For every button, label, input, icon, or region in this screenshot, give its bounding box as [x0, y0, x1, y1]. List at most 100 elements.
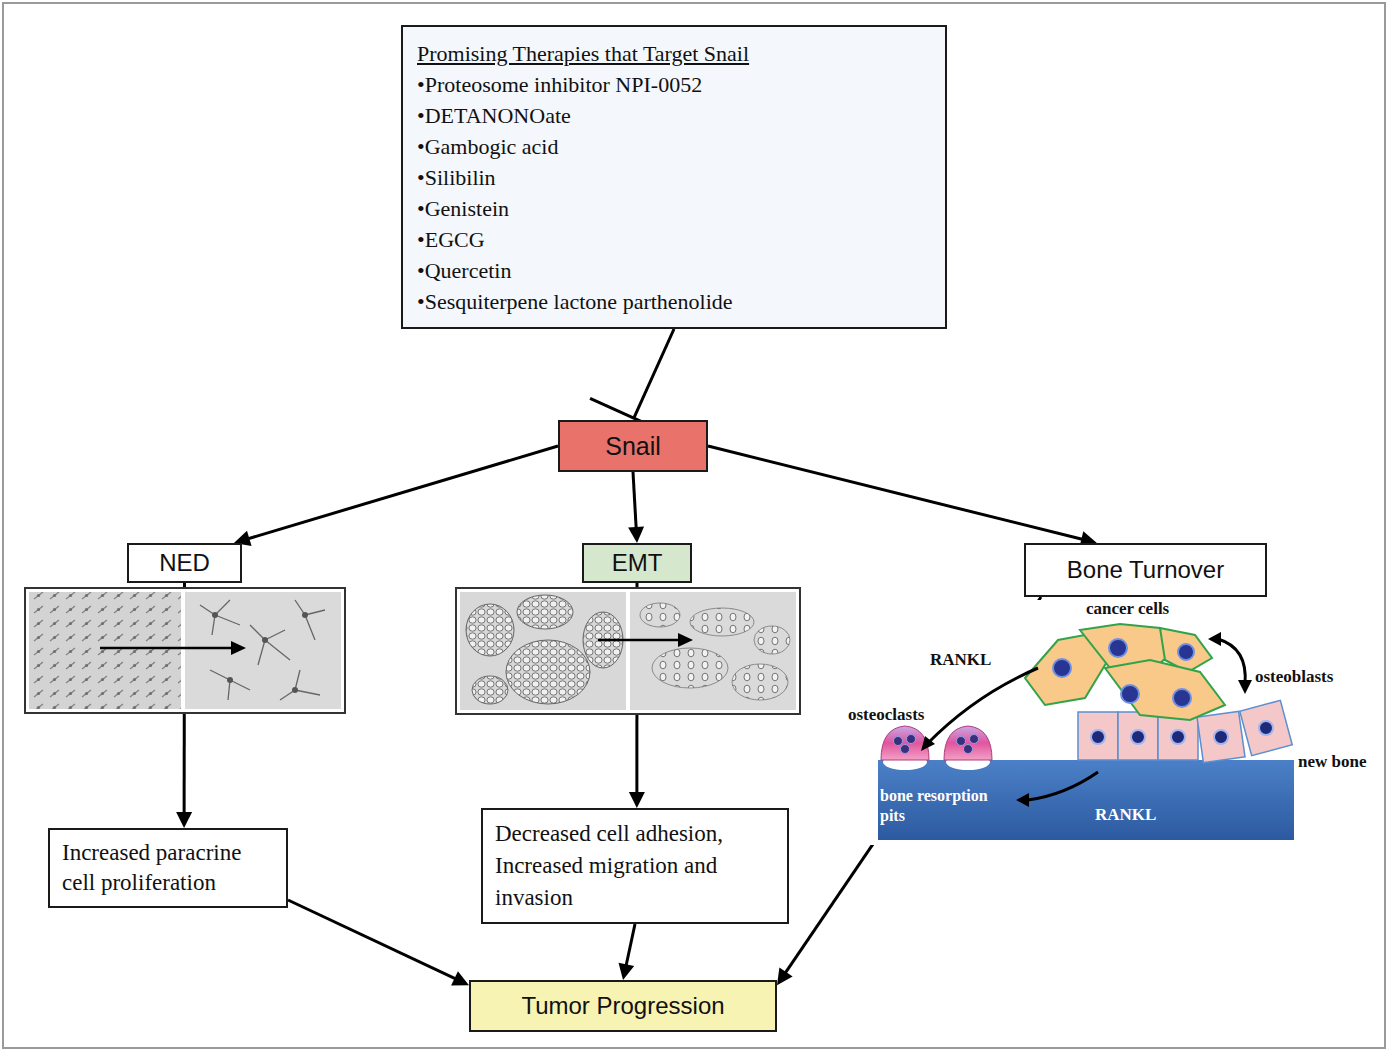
box-text: NED — [137, 549, 232, 577]
drawing-part — [185, 592, 341, 709]
drawing-part — [629, 792, 645, 808]
drawing-part — [1078, 712, 1118, 760]
drawing-part — [598, 639, 681, 642]
outcome-box: Increased paracrine cell proliferation — [48, 828, 288, 908]
drawing-part — [957, 737, 966, 746]
list-heading: Promising Therapies that Target Snail — [417, 38, 931, 69]
illustration-label: new bone — [1298, 752, 1366, 772]
arrow-connector — [234, 446, 558, 546]
drawing-part — [1025, 624, 1225, 720]
box-text: Snail — [568, 431, 698, 461]
drawing-part — [1240, 700, 1292, 755]
arrow-connector — [288, 900, 469, 986]
drawing-part — [1131, 730, 1145, 744]
drawing-part — [894, 737, 903, 746]
drawing-part — [970, 735, 979, 744]
drawing-part — [630, 592, 796, 710]
box-text: Bone Turnover — [1036, 556, 1255, 584]
box-text: Decreased cell adhesion, Increased migra… — [495, 818, 775, 914]
arrow-connector — [628, 472, 644, 543]
drawing-part — [100, 647, 233, 650]
drawing-part — [244, 446, 558, 540]
drawing-part — [176, 812, 192, 828]
box-text: •Gambogic acid — [417, 131, 931, 162]
box-text: •Silibilin — [417, 162, 931, 193]
drawing-part — [1178, 644, 1194, 660]
arrow-connector — [619, 924, 635, 980]
drawing-part — [625, 924, 635, 970]
drawing-part — [1238, 680, 1252, 694]
drawing-part — [777, 967, 793, 985]
drawing-part — [921, 736, 935, 751]
drawing-part — [881, 726, 929, 760]
therapy-list-box: Promising Therapies that Target Snail•Pr… — [401, 25, 947, 329]
drawing-part — [1109, 639, 1127, 657]
drawing-part — [964, 745, 973, 754]
drawing-part — [456, 588, 800, 714]
ned-micrograph — [25, 588, 345, 713]
box-text: •Genistein — [417, 193, 931, 224]
drawing-part — [690, 608, 754, 636]
emt-box: EMT — [582, 543, 692, 583]
bone-turnover-box: Bone Turnover — [1024, 543, 1267, 597]
arrow-connector — [708, 446, 1097, 547]
drawing-part — [1016, 793, 1029, 807]
drawing-part — [292, 687, 298, 693]
illustration-label: RANKL — [1095, 805, 1156, 825]
box-text: •EGCG — [417, 224, 931, 255]
drawing-part — [288, 900, 460, 981]
drawing-part — [466, 604, 514, 656]
drawing-part — [640, 603, 790, 700]
drawing-part — [1173, 689, 1191, 707]
drawing-part — [212, 612, 218, 618]
drawing-part — [1208, 632, 1221, 646]
drawing-part — [506, 640, 590, 704]
drawing-part — [280, 670, 320, 700]
drawing-part — [754, 626, 790, 654]
box-text: •Proteosome inhibitor NPI-0052 — [417, 69, 931, 100]
drawing-part — [652, 648, 728, 688]
drawing-part — [466, 595, 623, 704]
drawing-part — [472, 676, 508, 704]
snail-box: Snail — [558, 420, 708, 472]
drawing-part — [29, 592, 181, 709]
bone-turnover-illustration — [845, 600, 1370, 845]
drawing-part — [1197, 711, 1245, 762]
drawing-part — [227, 677, 233, 683]
box-text: EMT — [592, 549, 682, 577]
drawing-part — [678, 633, 693, 647]
drawing-part — [1118, 712, 1158, 760]
drawing-part — [1091, 730, 1105, 744]
illustration-label: osteoblasts — [1255, 667, 1333, 687]
drawing-part — [25, 588, 345, 713]
drawing-part — [212, 612, 308, 693]
drawing-part — [619, 963, 635, 980]
emt-micrograph — [456, 588, 800, 714]
illustration-label: bone resorption pits — [880, 786, 1002, 826]
box-text: •Quercetin — [417, 255, 931, 286]
drawing-part — [210, 670, 250, 700]
illustration-label: cancer cells — [1086, 599, 1169, 619]
drawing-part — [250, 625, 290, 665]
drawing-part — [200, 600, 240, 635]
drawing-part — [1105, 660, 1225, 720]
outcome-box: Decreased cell adhesion, Increased migra… — [481, 808, 789, 924]
drawing-part — [1218, 639, 1245, 684]
box-text: Increased paracrine cell proliferation — [62, 838, 274, 898]
drawing-part — [1053, 659, 1071, 677]
drawing-part — [927, 668, 1038, 744]
drawing-part — [633, 472, 636, 533]
drawing-part — [907, 735, 916, 744]
drawing-part — [295, 600, 325, 640]
drawing-part — [894, 735, 979, 754]
drawing-part — [640, 603, 680, 627]
drawing-part — [901, 745, 910, 754]
ned-box: NED — [127, 543, 242, 583]
drawing-part — [451, 971, 469, 985]
drawing-part — [732, 664, 788, 700]
box-text: •Sesquiterpene lactone parthenolide — [417, 286, 931, 317]
drawing-part — [200, 600, 325, 700]
drawing-part — [460, 592, 626, 710]
result-box: Tumor Progression — [469, 980, 777, 1032]
